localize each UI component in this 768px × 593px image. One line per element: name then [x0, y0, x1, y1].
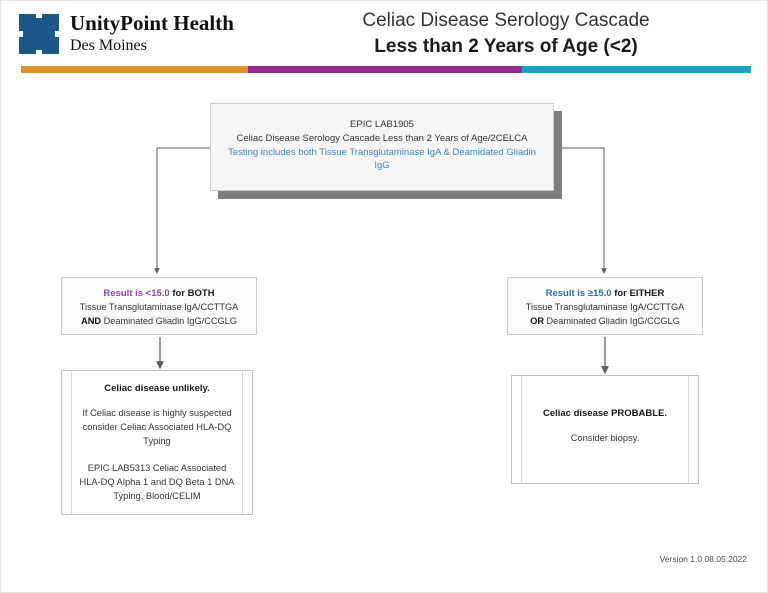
result-node-unlikely: Celiac disease unlikely. If Celiac disea…	[61, 370, 253, 515]
page-title-line-1: Celiac Disease Serology Cascade	[362, 10, 650, 31]
logo-cross-vertical	[36, 17, 42, 50]
organization-logo: UnityPoint Health Des Moines	[19, 13, 234, 54]
order-node-line-1: EPIC LAB1905	[350, 119, 414, 130]
result-probable-para-1: Consider biopsy.	[570, 433, 640, 443]
rule-segment-teal	[522, 66, 751, 73]
result-unlikely-para-1: If Celiac disease is highly suspected co…	[82, 408, 232, 446]
logo-quadrant-top-right	[42, 13, 59, 31]
result-probable-inner-rule-left	[521, 376, 522, 483]
result-unlikely-inner-rule-left	[71, 371, 72, 514]
decision-negative-analyte-2: AND Deaminated Gliadin IgG/CCGLG	[70, 315, 248, 329]
result-probable-inner-rule-right	[688, 376, 689, 483]
brand-region: Des Moines	[70, 37, 147, 54]
brand-color-rule	[21, 66, 751, 73]
decision-negative-threshold: Result is <15.0	[103, 288, 170, 299]
result-probable-heading: Celiac disease PROBABLE.	[542, 408, 668, 419]
result-unlikely-para-2: EPIC LAB5313 Celiac Associated HLA-DQ Al…	[79, 462, 235, 501]
decision-positive-analyte-1: Tissue Transglutaminase IgA/CCTTGA	[525, 302, 685, 313]
decision-positive-analyte-2-label: Deaminated Gliadin IgG/CCGLG	[546, 316, 680, 327]
decision-positive-analyte-2: OR Deaminated Gliadin IgG/CCGLG	[516, 315, 694, 329]
rule-segment-purple	[248, 66, 522, 73]
brand-name: UnityPoint Health	[70, 11, 234, 35]
decision-positive-threshold: Result is ≥15.0	[545, 288, 612, 299]
page-header: UnityPoint Health Des Moines Celiac Dise…	[1, 1, 767, 81]
decision-negative-heading: Result is <15.0 for BOTH	[70, 287, 248, 301]
decision-negative-analyte-2-label: Deaminated Gliadin IgG/CCGLG	[103, 316, 237, 327]
decision-node-negative: Result is <15.0 for BOTH Tissue Transglu…	[61, 277, 257, 335]
decision-node-positive: Result is ≥15.0 for EITHER Tissue Transg…	[507, 277, 703, 335]
version-stamp: Version 1.0 08.05.2022	[659, 554, 747, 564]
decision-positive-qualifier: for EITHER	[614, 288, 665, 299]
connector-order-to-negative	[154, 147, 210, 274]
order-node-line-3: Testing includes both Tissue Transglutam…	[228, 146, 536, 172]
connector-order-to-positive	[562, 147, 607, 274]
order-node: EPIC LAB1905 Celiac Disease Serology Cas…	[210, 103, 554, 191]
logo-quadrant-bottom-right	[42, 36, 59, 54]
logo-wordmark: UnityPoint Health Des Moines	[70, 13, 234, 54]
logo-quadrant-bottom-left	[19, 36, 36, 54]
result-unlikely-heading: Celiac disease unlikely.	[104, 383, 210, 394]
page-title: Celiac Disease Serology Cascade Less tha…	[256, 9, 756, 59]
result-node-probable: Celiac disease PROBABLE. Consider biopsy…	[511, 375, 699, 484]
logo-quadrant-top-left	[19, 13, 36, 31]
decision-positive-operator: OR	[530, 316, 544, 327]
order-node-line-2: Celiac Disease Serology Cascade Less tha…	[236, 132, 528, 144]
page-title-line-2: Less than 2 Years of Age (<2)	[374, 35, 638, 57]
unitypoint-cross-logo-icon	[19, 13, 59, 54]
result-unlikely-inner-rule-right	[242, 371, 243, 514]
rule-segment-orange	[21, 66, 248, 73]
decision-negative-operator: AND	[81, 316, 102, 327]
decision-negative-qualifier: for BOTH	[172, 288, 215, 299]
decision-negative-analyte-1: Tissue Transglutaminase IgA/CCTTGA	[79, 302, 239, 313]
decision-positive-heading: Result is ≥15.0 for EITHER	[516, 287, 694, 301]
